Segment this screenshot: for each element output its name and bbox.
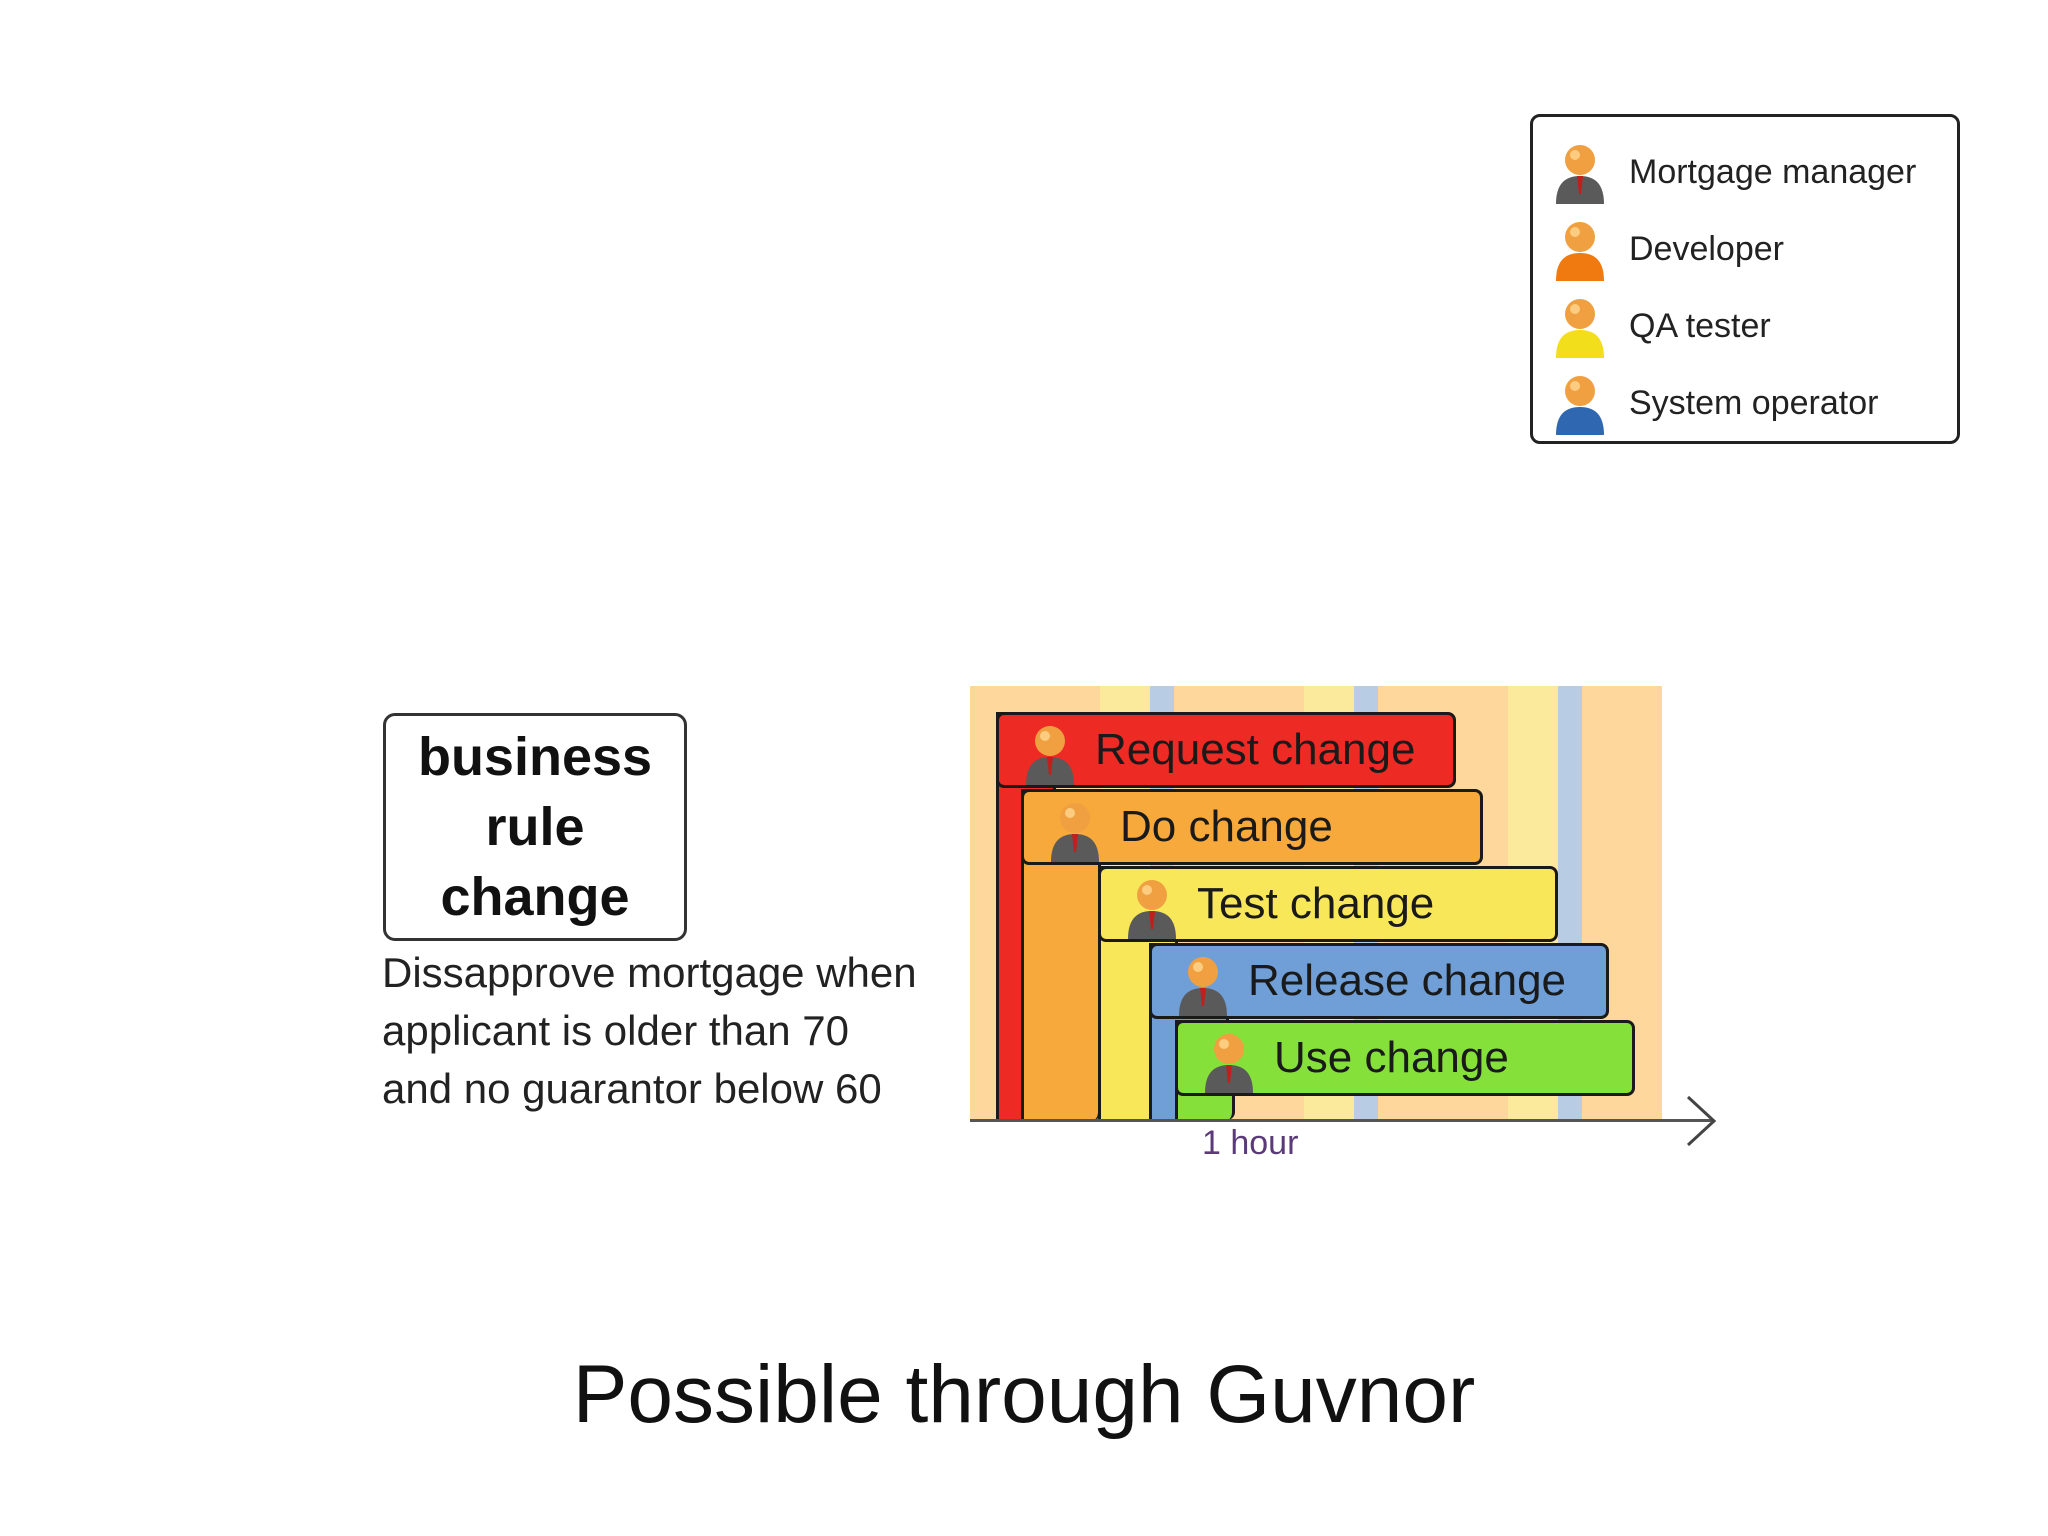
business-rule-description: Dissapprove mortgage when applicant is o…	[382, 949, 917, 1112]
legend-item-mortgage-manager: Mortgage manager	[1553, 137, 1916, 207]
axis-arrow-icon	[1686, 1095, 1717, 1147]
person-operator-icon	[1556, 376, 1604, 435]
step-test-change: Test change	[1098, 866, 1558, 942]
legend: Mortgage manager Developer QA tester Sys…	[1530, 114, 1960, 444]
legend-item-system-operator: System operator	[1553, 368, 1878, 438]
slide-title: Possible through Guvnor	[572, 1349, 1476, 1440]
axis-label: 1 hour	[1202, 1124, 1299, 1162]
step-label: Do change	[1120, 802, 1333, 851]
legend-item-qa-tester: QA tester	[1553, 291, 1771, 361]
legend-label: System operator	[1629, 383, 1879, 422]
legend-label: Developer	[1629, 229, 1784, 268]
person-manager-icon	[1179, 957, 1227, 1016]
business-rule-title: business rule change	[417, 727, 653, 927]
step-label: Release change	[1248, 956, 1567, 1005]
time-axis	[970, 1119, 1712, 1122]
step-request-change: Request change	[996, 712, 1456, 788]
person-manager-icon	[1026, 726, 1074, 785]
person-manager-icon	[1051, 803, 1099, 862]
step-release-change: Release change	[1149, 943, 1609, 1019]
step-label: Request change	[1095, 725, 1416, 774]
business-rule-box: business rule change	[383, 713, 687, 941]
legend-item-developer: Developer	[1553, 214, 1784, 284]
person-manager-icon	[1205, 1034, 1253, 1093]
step-do-change: Do change	[1021, 789, 1483, 865]
person-developer-icon	[1556, 222, 1604, 281]
legend-label: Mortgage manager	[1629, 152, 1917, 191]
step-use-change: Use change	[1175, 1020, 1635, 1096]
person-manager-icon	[1128, 880, 1176, 939]
step-label: Use change	[1274, 1033, 1509, 1082]
step-label: Test change	[1197, 879, 1435, 928]
person-manager-icon	[1556, 145, 1604, 204]
legend-label: QA tester	[1629, 306, 1771, 345]
person-qa-icon	[1556, 299, 1604, 358]
